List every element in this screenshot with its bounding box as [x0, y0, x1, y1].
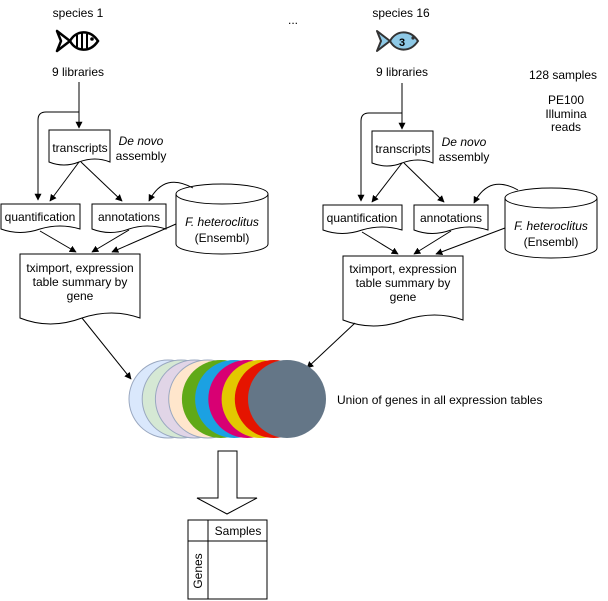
expression-table-circle-10 — [248, 360, 326, 438]
database-label-line-2: (Ensembl) — [524, 235, 579, 249]
fish-icon: 3 — [376, 30, 420, 52]
assembly-label-line-1: De novo — [119, 134, 164, 148]
transcripts-label: transcripts — [375, 142, 430, 156]
transcripts-box — [48, 129, 111, 166]
ensembl-database: F. heteroclitus (Ensembl) — [504, 187, 598, 259]
fish-number: 3 — [399, 37, 405, 49]
reads-note-line-1: PE100 — [548, 93, 584, 107]
branch-species-16: species 16 3 9 libraries transcripts De … — [306, 6, 598, 369]
quantification-label: quantification — [327, 211, 398, 225]
annotations-box — [91, 203, 167, 233]
annotations-label: annotations — [420, 211, 482, 225]
quantification-box — [322, 204, 403, 234]
quantification-label: quantification — [5, 210, 76, 224]
branch-species-1: species 1 9 libraries transcripts De nov… — [0, 6, 269, 380]
database-label-line-1: F. heteroclitus — [185, 215, 259, 229]
tximport-label-line-2: table summary by — [356, 276, 451, 290]
libraries-label: 9 libraries — [376, 65, 428, 79]
branch-1-connectors — [34, 82, 194, 380]
assembly-label-line-2: assembly — [439, 150, 490, 164]
species-label: species 16 — [372, 6, 430, 20]
samples-note: 128 samples — [529, 68, 597, 82]
fish-icon — [55, 29, 100, 53]
species-label: species 1 — [53, 6, 104, 20]
quantification-box — [0, 203, 81, 233]
union-label: Union of genes in all expression tables — [337, 393, 542, 407]
reads-note-line-2: Illumina — [545, 107, 587, 121]
down-arrow-icon — [196, 450, 258, 515]
tximport-box — [342, 255, 464, 327]
table-row-header: Genes — [191, 553, 205, 588]
reads-note-line-3: reads — [551, 120, 581, 134]
tximport-label-line-1: tximport, expression — [26, 261, 133, 275]
database-label-line-1: F. heteroclitus — [514, 219, 588, 233]
tximport-label-line-3: gene — [67, 289, 94, 303]
ellipsis: ... — [288, 13, 298, 27]
branch-16-connectors — [306, 83, 519, 369]
annotations-box — [413, 204, 489, 234]
assembly-label-line-2: assembly — [116, 149, 167, 163]
database-label-line-2: (Ensembl) — [195, 231, 250, 245]
union-circles — [128, 359, 326, 439]
table-col-header: Samples — [215, 524, 262, 538]
tximport-label-line-2: table summary by — [33, 275, 128, 289]
libraries-label: 9 libraries — [52, 65, 104, 79]
transcripts-label: transcripts — [52, 141, 107, 155]
assembly-label-line-1: De novo — [442, 135, 487, 149]
tximport-label-line-1: tximport, expression — [349, 262, 456, 276]
genes-samples-table: Samples Genes — [187, 519, 268, 600]
annotations-label: annotations — [98, 210, 160, 224]
ensembl-database: F. heteroclitus (Ensembl) — [175, 183, 269, 255]
tximport-label-line-3: gene — [390, 290, 417, 304]
transcripts-box — [371, 130, 434, 167]
